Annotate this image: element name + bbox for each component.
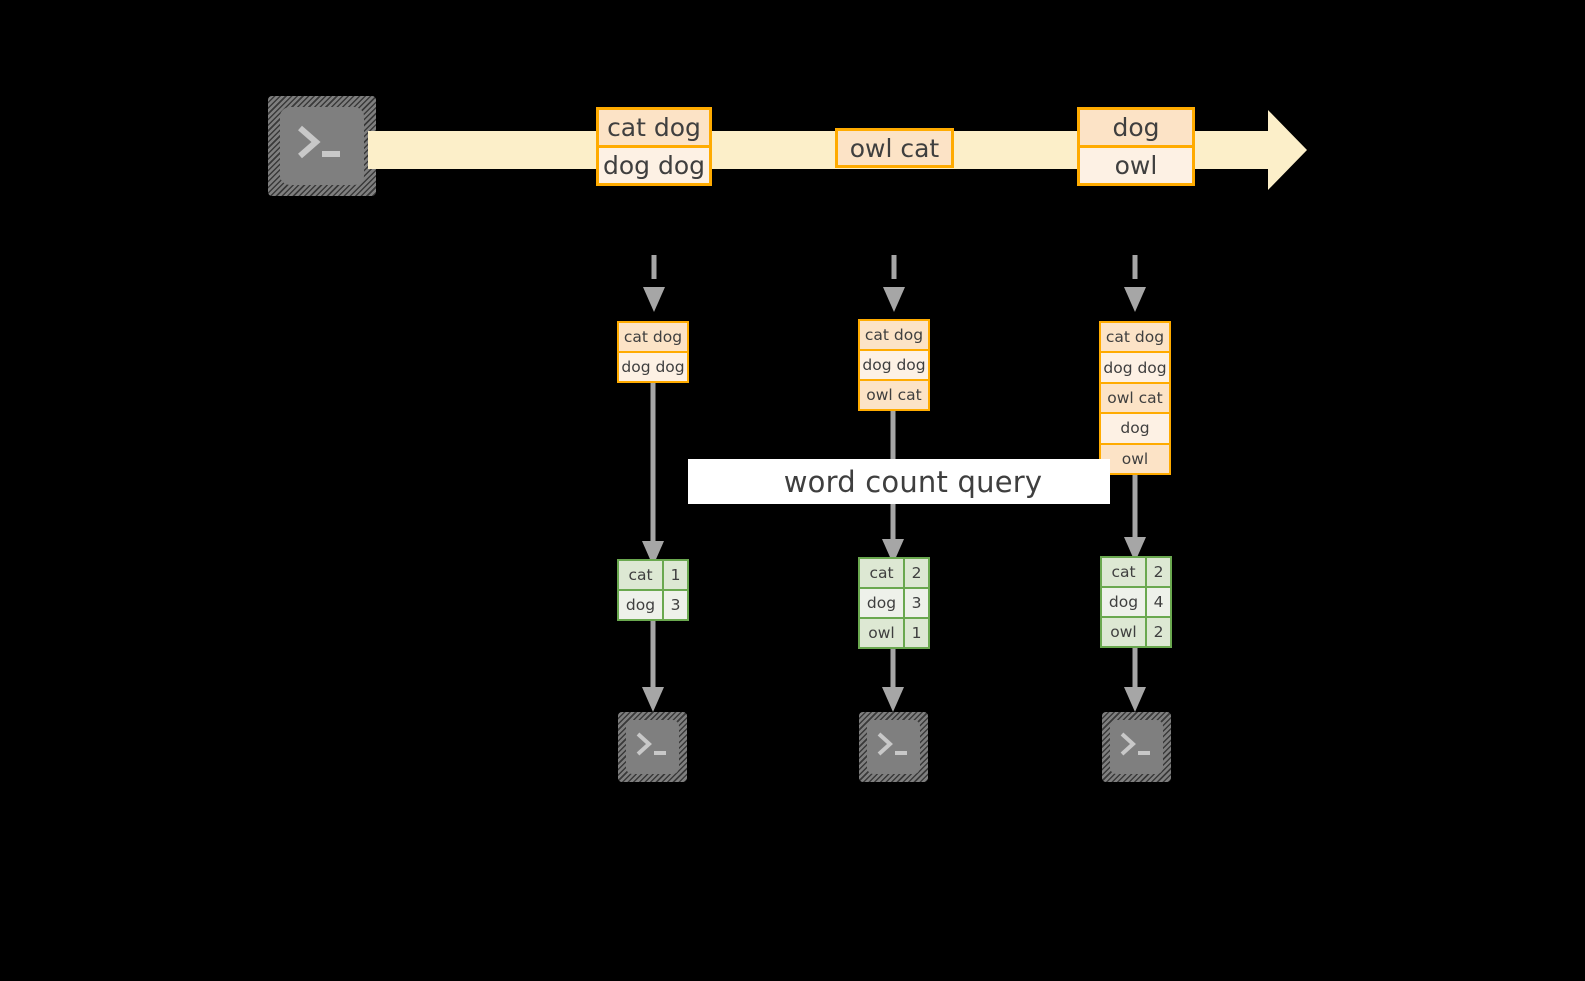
stream-record: dog — [1080, 110, 1192, 145]
word-cell: dog — [1102, 588, 1147, 616]
terminal-prompt-glyph — [877, 732, 907, 756]
table-row: owl 1 — [860, 617, 928, 647]
count-cell: 2 — [1147, 618, 1170, 646]
state-record: owl — [1101, 442, 1169, 474]
terminal-prompt-glyph — [298, 125, 340, 159]
state-record: dog dog — [860, 349, 928, 379]
state-record: owl cat — [1101, 381, 1169, 413]
word-cell: dog — [619, 591, 664, 619]
query-label-band: word count query — [688, 459, 1110, 504]
count-cell: 1 — [664, 561, 687, 589]
state-record-stack: cat dog dog dog — [617, 321, 689, 383]
state-record: cat dog — [619, 323, 687, 351]
table-row: dog 3 — [860, 587, 928, 617]
count-cell: 1 — [905, 619, 928, 647]
terminal-icon-body — [1109, 719, 1164, 775]
terminal-icon-body — [625, 719, 680, 775]
count-cell: 2 — [1147, 558, 1170, 586]
down-arrow-icon — [638, 383, 668, 567]
down-arrow-icon — [1120, 475, 1150, 563]
word-cell: cat — [619, 561, 664, 589]
dashed-down-arrow-icon — [879, 255, 909, 313]
table-row: dog 4 — [1102, 586, 1170, 616]
state-record: cat dog — [860, 321, 928, 349]
stream-record-group: owl cat — [835, 128, 954, 168]
stream-record: owl cat — [838, 131, 951, 165]
word-cell: cat — [860, 559, 905, 587]
word-count-result-table: cat 1 dog 3 — [617, 559, 689, 621]
terminal-prompt-icon — [618, 712, 687, 782]
terminal-prompt-icon — [1102, 712, 1171, 782]
stream-record: cat dog — [599, 110, 709, 145]
terminal-prompt-icon — [268, 96, 376, 196]
query-label: word count query — [783, 464, 1043, 499]
word-count-result-table: cat 2 dog 4 owl 2 — [1100, 556, 1172, 648]
terminal-prompt-glyph — [636, 732, 666, 756]
count-cell: 3 — [905, 589, 928, 617]
count-cell: 3 — [664, 591, 687, 619]
state-record-stack: cat dog dog dog owl cat dog owl — [1099, 321, 1171, 475]
state-record-stack: cat dog dog dog owl cat — [858, 319, 930, 411]
stream-record: dog dog — [599, 145, 709, 183]
table-row: cat 1 — [619, 561, 687, 589]
word-cell: cat — [1102, 558, 1147, 586]
terminal-prompt-icon — [859, 712, 928, 782]
down-arrow-icon — [1120, 648, 1150, 713]
terminal-icon-body — [866, 719, 921, 775]
count-cell: 4 — [1147, 588, 1170, 616]
state-record: dog dog — [619, 351, 687, 381]
terminal-icon-body — [279, 107, 365, 185]
state-record: dog — [1101, 412, 1169, 443]
table-row: cat 2 — [860, 559, 928, 587]
word-count-result-table: cat 2 dog 3 owl 1 — [858, 557, 930, 649]
dashed-down-arrow-icon — [1120, 255, 1150, 313]
down-arrow-icon — [878, 649, 908, 713]
state-record: dog dog — [1101, 351, 1169, 382]
count-cell: 2 — [905, 559, 928, 587]
word-cell: dog — [860, 589, 905, 617]
dashed-down-arrow-icon — [639, 255, 669, 313]
state-record: cat dog — [1101, 323, 1169, 352]
word-cell: owl — [860, 619, 905, 647]
stream-record: owl — [1080, 145, 1192, 183]
table-row: cat 2 — [1102, 558, 1170, 586]
table-row: dog 3 — [619, 589, 687, 619]
stream-record-group: cat dog dog dog — [596, 107, 712, 186]
stream-record-group: dog owl — [1077, 107, 1195, 186]
terminal-prompt-glyph — [1120, 732, 1150, 756]
state-record: owl cat — [860, 379, 928, 409]
down-arrow-icon — [638, 621, 668, 713]
word-cell: owl — [1102, 618, 1147, 646]
table-row: owl 2 — [1102, 616, 1170, 646]
